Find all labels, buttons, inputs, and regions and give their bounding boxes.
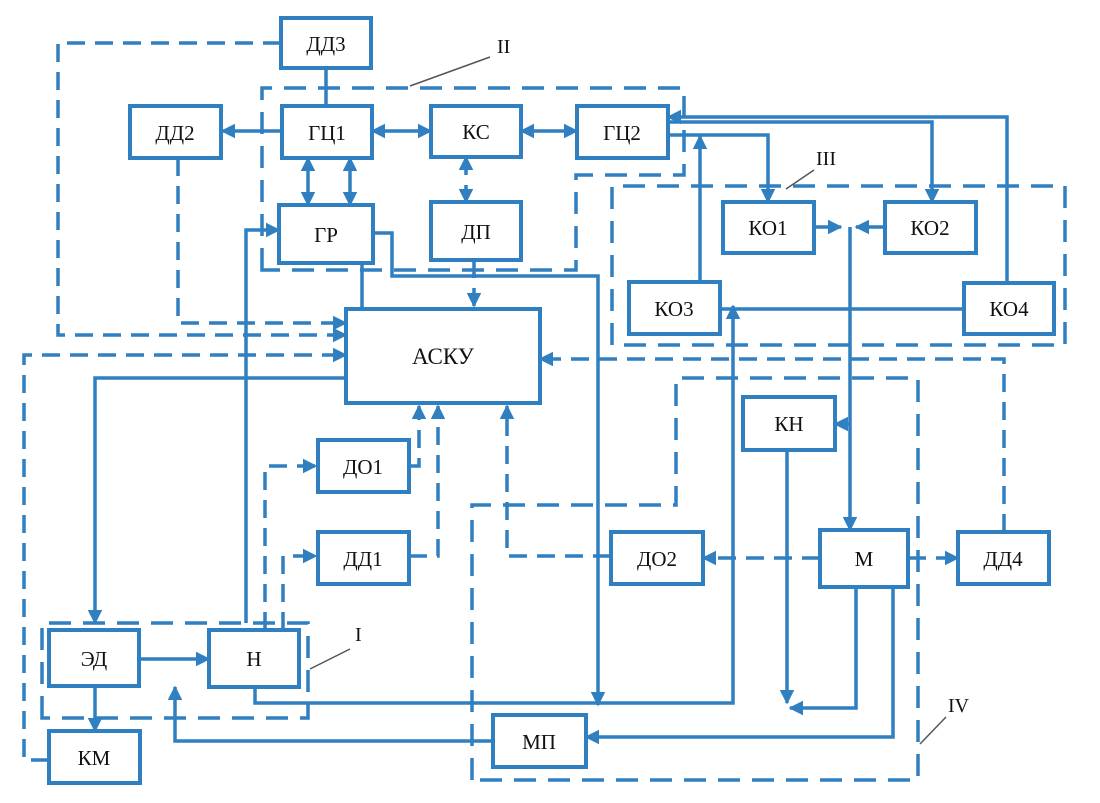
signal-dd1-asku — [409, 404, 446, 558]
svg-text:КН: КН — [774, 412, 803, 436]
group-label-1: I — [355, 624, 362, 646]
svg-text:ГР: ГР — [314, 223, 338, 247]
block-do1: ДО1 — [316, 438, 411, 494]
block-gc1: ГЦ1 — [280, 104, 374, 160]
block-ko4: КО4 — [962, 281, 1056, 336]
block-kn: КН — [741, 395, 837, 452]
link-m-mp — [584, 587, 895, 745]
svg-text:М: М — [855, 547, 874, 571]
group-outline-1 — [40, 621, 310, 720]
svg-text:ДД2: ДД2 — [155, 121, 194, 145]
group-labels: II III I IV — [309, 36, 970, 745]
group-outline-2 — [260, 86, 686, 272]
signal-dd3-asku — [56, 41, 348, 343]
group-label-3: III — [816, 148, 836, 170]
leader-group-1 — [309, 648, 351, 670]
block-dp: ДП — [429, 200, 523, 262]
svg-text:ДП: ДП — [461, 220, 491, 244]
link-m-n — [788, 587, 858, 716]
svg-text:КО2: КО2 — [910, 216, 949, 240]
svg-text:КС: КС — [462, 120, 490, 144]
svg-text:КМ: КМ — [78, 746, 111, 770]
svg-text:ДО1: ДО1 — [343, 455, 383, 479]
group-label-4: IV — [948, 695, 970, 717]
block-ko3: КО3 — [627, 280, 722, 336]
block-dd3: ДД3 — [279, 16, 373, 70]
group-label-2: II — [497, 36, 510, 58]
block-m: М — [818, 528, 910, 589]
block-dd1: ДД1 — [316, 530, 411, 586]
svg-text:МП: МП — [522, 730, 556, 754]
blocks: ДД3 ДД2 ГЦ1 КС ГЦ2 ГР ДП КО1 — [47, 16, 1056, 785]
block-ko2: КО2 — [883, 200, 978, 255]
solid-connections — [87, 68, 1009, 745]
group-outline-3 — [610, 184, 1067, 347]
block-gr: ГР — [277, 203, 375, 265]
signal-do2-asku — [499, 404, 611, 558]
svg-text:ЭД: ЭД — [81, 647, 107, 671]
svg-text:ДО2: ДО2 — [637, 547, 677, 571]
svg-text:ДД3: ДД3 — [306, 32, 345, 56]
link-gc2-ko4 — [666, 109, 1009, 283]
link-mp-n — [167, 685, 493, 743]
block-km: КМ — [47, 729, 142, 785]
link-n-ko3 — [253, 304, 741, 705]
signal-do1-asku — [409, 404, 427, 468]
block-mp: МП — [491, 713, 588, 769]
block-ed: ЭД — [47, 628, 141, 688]
svg-text:Н: Н — [246, 647, 261, 671]
svg-text:АСКУ: АСКУ — [412, 344, 475, 369]
block-dd4: ДД4 — [956, 530, 1051, 586]
signal-n-dd1 — [281, 548, 318, 630]
svg-text:ДД4: ДД4 — [983, 547, 1023, 571]
signal-km-asku — [22, 347, 348, 762]
block-n: Н — [207, 628, 301, 689]
link-gc2-ko2 — [668, 120, 940, 204]
block-gc2: ГЦ2 — [575, 104, 670, 160]
block-ko1: КО1 — [721, 200, 816, 255]
svg-text:КО1: КО1 — [748, 216, 787, 240]
link-asku-ed — [87, 376, 346, 625]
signal-dd4-asku — [538, 351, 1006, 532]
leader-group-2 — [409, 56, 491, 87]
signal-n-do1 — [263, 458, 318, 630]
dashed-signal-lines — [22, 41, 1006, 762]
link-gr-mp — [373, 231, 606, 707]
group-outlines — [40, 86, 1067, 782]
link-n-gr — [244, 222, 281, 623]
block-do2: ДО2 — [609, 530, 705, 586]
svg-text:ДД1: ДД1 — [343, 547, 382, 571]
svg-text:ГЦ2: ГЦ2 — [603, 121, 641, 145]
block-asku: АСКУ — [344, 307, 542, 405]
group-outline-4 — [470, 376, 920, 782]
svg-text:КО3: КО3 — [654, 297, 693, 321]
svg-text:КО4: КО4 — [989, 297, 1029, 321]
leader-group-3 — [785, 169, 815, 190]
block-dd2: ДД2 — [128, 104, 223, 160]
svg-text:ГЦ1: ГЦ1 — [308, 121, 346, 145]
block-ks: КС — [429, 104, 523, 159]
leader-group-4 — [919, 716, 947, 745]
